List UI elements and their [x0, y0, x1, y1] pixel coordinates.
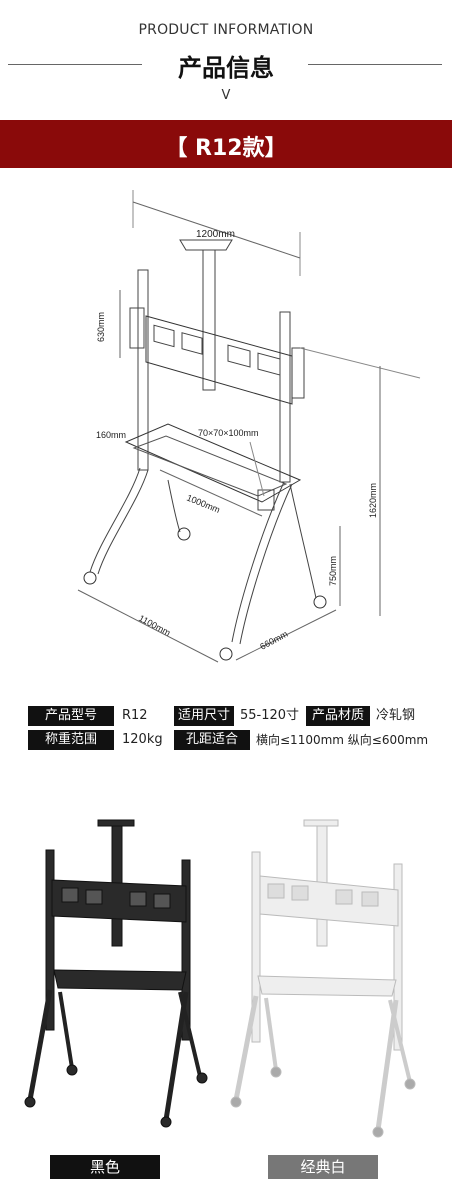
spec-model-label: 产品型号 [28, 706, 114, 726]
white-color-label: 经典白 [268, 1155, 378, 1179]
spec-hole-value: 横向≤1100mm 纵向≤600mm [256, 733, 429, 747]
dim-base-depth: 660mm [258, 629, 289, 652]
dimension-diagram: 1200mm 630mm 1620mm 750mm 160mm 70×70×10… [77, 190, 421, 663]
spec-size-label: 适用尺寸 [174, 706, 234, 726]
chinese-title: 产品信息 [178, 54, 274, 82]
dim-shelf-width: 1000mm [185, 493, 221, 515]
dim-base-width: 1100mm [137, 613, 172, 638]
english-title: PRODUCT INFORMATION [138, 22, 314, 38]
dim-shelf-height: 750mm [328, 556, 338, 586]
dim-line-top [132, 201, 301, 259]
black-color-label: 黑色 [50, 1155, 160, 1179]
black-stand-image [24, 819, 208, 1128]
color-variant-photos [24, 819, 416, 1138]
dim-panel-height: 630mm [96, 312, 106, 342]
dim-shelf-depth: 160mm [96, 430, 126, 440]
dim-top-width: 1200mm [196, 229, 235, 240]
spec-size-value: 55-120寸 [240, 708, 300, 723]
model-banner: 【 R12款】 [0, 120, 452, 168]
section-marker: V [221, 88, 231, 103]
spec-hole-label: 孔距适合 [174, 730, 250, 750]
dim-box-size: 70×70×100mm [198, 428, 259, 438]
white-stand-image [230, 819, 416, 1138]
model-title: 【 R12款】 [165, 136, 287, 161]
spec-material-value: 冷轧钢 [376, 708, 416, 723]
spec-material-label: 产品材质 [306, 706, 370, 726]
spec-weight-value: 120kg [122, 732, 163, 747]
spec-weight-label: 称重范围 [28, 730, 114, 750]
header-divider-left [8, 64, 142, 65]
spec-model-value: R12 [122, 708, 148, 723]
dim-total-height: 1620mm [368, 483, 378, 518]
header-divider-right [308, 64, 442, 65]
